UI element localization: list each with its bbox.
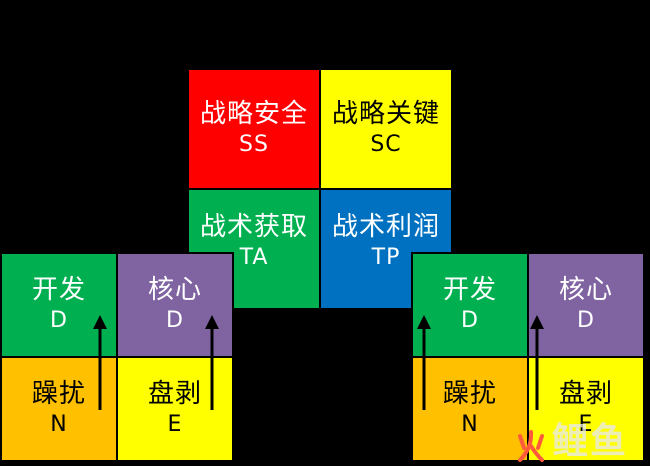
cell-label-en: N bbox=[461, 412, 479, 437]
cell-label-cn: 战术利润 bbox=[331, 212, 440, 242]
cell-develop: 开发 D bbox=[411, 252, 529, 358]
cell-label-cn: 盘剥 bbox=[558, 379, 613, 409]
cell-label-en: D bbox=[461, 308, 479, 333]
cell-label-cn: 核心 bbox=[558, 275, 613, 305]
cell-label-cn: 开发 bbox=[31, 275, 86, 305]
cell-label-en: D bbox=[577, 308, 595, 333]
cell-label-cn: 盘剥 bbox=[147, 379, 202, 409]
fire-icon bbox=[517, 430, 544, 462]
arrow-up-right-1 bbox=[417, 315, 431, 410]
cell-core: 核心 D bbox=[116, 252, 234, 358]
cell-nuisance: 躁扰 N bbox=[0, 356, 118, 462]
cell-label-en: TA bbox=[239, 245, 269, 270]
watermark: 鲤鱼 bbox=[514, 422, 628, 462]
cell-label-cn: 战略安全 bbox=[199, 99, 308, 129]
cell-label-en: D bbox=[166, 308, 184, 333]
cell-strategic-critical: 战略关键 SC bbox=[319, 68, 453, 190]
arrow-up-left-2 bbox=[205, 315, 219, 410]
arrow-up-left-1 bbox=[93, 315, 107, 410]
watermark-text: 鲤鱼 bbox=[551, 421, 628, 462]
cell-label-en: SC bbox=[370, 132, 402, 157]
cell-nuisance: 躁扰 N bbox=[411, 356, 529, 462]
cell-label-en: E bbox=[167, 412, 183, 437]
cell-label-cn: 躁扰 bbox=[442, 379, 497, 409]
cell-core: 核心 D bbox=[527, 252, 645, 358]
cell-exploit: 盘剥 E bbox=[527, 356, 645, 462]
cell-label-en: E bbox=[578, 412, 594, 437]
cell-label-cn: 战略关键 bbox=[331, 99, 440, 129]
cell-label-en: N bbox=[50, 412, 68, 437]
cell-label-cn: 战术获取 bbox=[199, 212, 308, 242]
cell-label-en: SS bbox=[239, 132, 269, 157]
cell-label-cn: 开发 bbox=[442, 275, 497, 305]
cell-exploit: 盘剥 E bbox=[116, 356, 234, 462]
cell-tactical-profit: 战术利润 TP bbox=[319, 188, 453, 310]
cell-label-en: D bbox=[50, 308, 68, 333]
arrow-up-right-2 bbox=[530, 315, 544, 410]
cell-label-cn: 核心 bbox=[147, 275, 202, 305]
cell-strategic-security: 战略安全 SS bbox=[187, 68, 321, 190]
cell-label-en: TP bbox=[371, 245, 401, 270]
cell-label-cn: 躁扰 bbox=[31, 379, 86, 409]
